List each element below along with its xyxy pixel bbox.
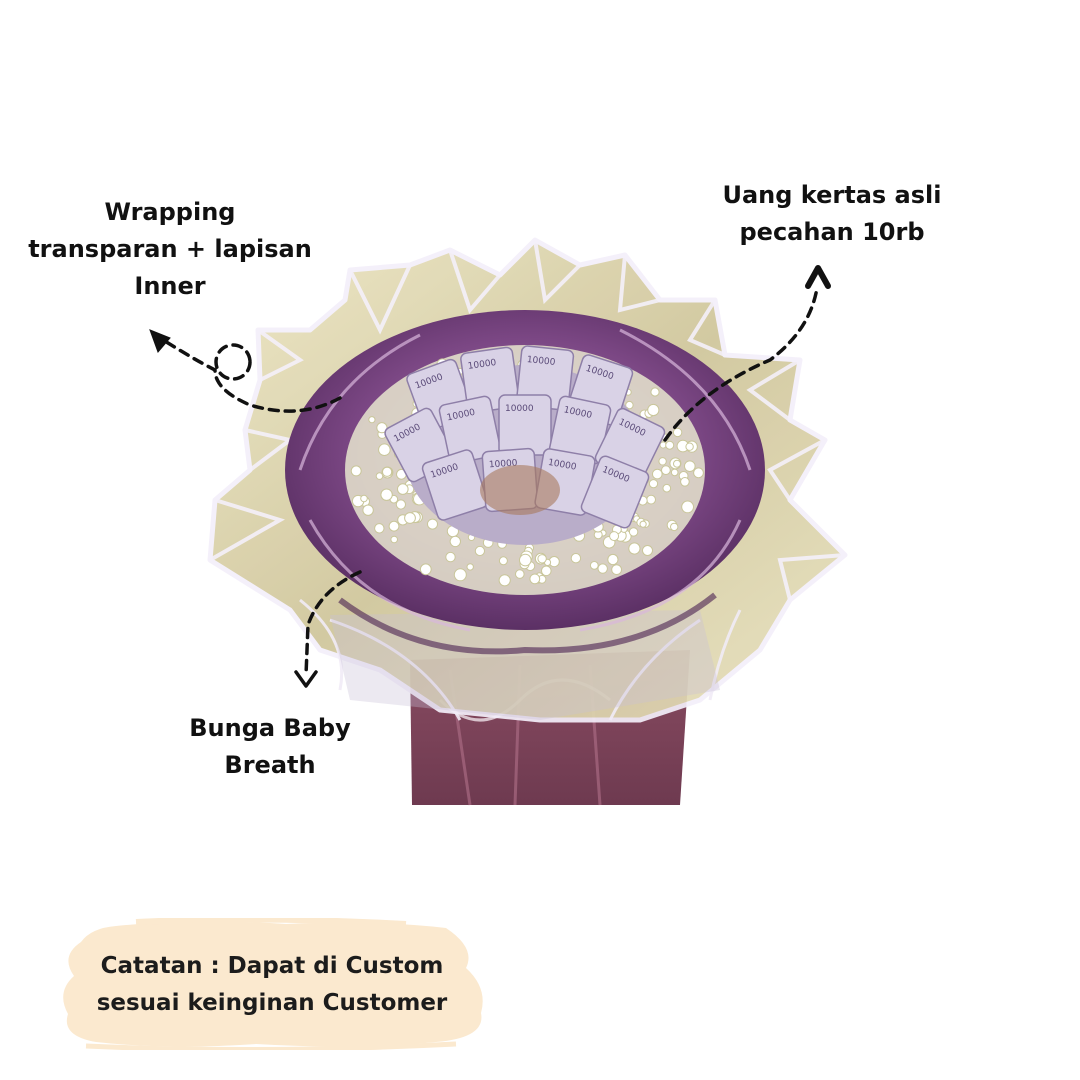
wrapping-marker-circle (214, 343, 252, 381)
flower-blossom (648, 479, 659, 489)
flower-blossom (390, 535, 399, 544)
flower-blossom (628, 527, 639, 537)
flower-blossom (378, 443, 391, 457)
flower-blossom (597, 563, 608, 574)
flower-blossom (498, 556, 508, 566)
flower-blossom (647, 403, 660, 417)
banknote: 10000 (515, 345, 575, 411)
baby-breath-label-line-1: Bunga Baby (189, 714, 351, 742)
flower-blossom (652, 468, 663, 480)
flower-blossom (449, 535, 461, 548)
banknote-denomination: 10000 (505, 404, 534, 414)
note-line-1: Catatan : Dapat di Custom (100, 953, 444, 979)
money-arrow-head (805, 265, 831, 289)
flower-blossom (541, 565, 552, 577)
flower-blossom (609, 531, 620, 542)
flower-blossom (519, 553, 532, 567)
flower-blossom (670, 468, 679, 477)
flower-blossom (642, 545, 653, 556)
flower-blossom (453, 568, 467, 582)
flower-blossom (466, 563, 474, 571)
flower-blossom (684, 460, 696, 473)
flower-blossom (515, 569, 525, 579)
flower-blossom (611, 564, 622, 575)
banknote-denomination: 10000 (489, 458, 519, 470)
flower-blossom (360, 494, 368, 503)
flower-blossom (350, 465, 362, 477)
flower-blossom (419, 563, 432, 576)
flower-blossom (589, 561, 599, 570)
flower-blossom (445, 551, 456, 563)
baby-breath-label: Bunga Baby Breath (170, 710, 370, 784)
flower-blossom (388, 520, 400, 532)
note-text: Catatan : Dapat di Custom sesuai keingin… (56, 948, 488, 1022)
custom-note: Catatan : Dapat di Custom sesuai keingin… (56, 918, 488, 1050)
flower-blossom (665, 440, 675, 450)
banknote: 10000 (580, 455, 650, 529)
banknote-denomination: 10000 (467, 358, 497, 372)
flower-blossom (658, 457, 667, 466)
flower-blossom (397, 483, 409, 495)
baby-breath-arrow (304, 570, 362, 677)
flower-blossom (625, 400, 634, 410)
flower-blossom (362, 504, 374, 516)
wrapping-label: Wrapping transparan + lapisan Inner (20, 194, 320, 305)
flower-blossom (529, 573, 541, 585)
flower-blossom (498, 574, 511, 587)
flower-blossom (693, 467, 704, 479)
banknote: 10000 (498, 394, 552, 456)
banknote-denomination: 10000 (547, 458, 577, 473)
money-label-line-2: pecahan 10rb (739, 218, 925, 246)
flower-blossom (680, 477, 690, 487)
flower-blossom (673, 459, 681, 468)
flower-blossom (374, 523, 385, 534)
flower-blossom (404, 512, 416, 524)
money-arrow (663, 286, 819, 442)
baby-breath-arrow-head (294, 670, 318, 688)
flower-blossom (685, 442, 694, 451)
flower-blossom (628, 542, 641, 555)
flower-blossom (395, 499, 406, 510)
flower-blossom (427, 518, 438, 530)
flower-blossom (376, 422, 388, 434)
flower-blossom (537, 554, 547, 564)
flower-blossom (639, 520, 647, 528)
wrapping-arrow (158, 336, 342, 413)
annotation-arrows (158, 286, 819, 677)
arrow-heads (149, 265, 831, 688)
flower-blossom (646, 494, 656, 505)
money-label: Uang kertas asli pecahan 10rb (690, 177, 974, 251)
flower-blossom (380, 488, 393, 501)
flower-blossom (672, 427, 683, 438)
flower-blossom (382, 466, 393, 477)
flower-blossom (368, 416, 376, 424)
flower-blossom (661, 465, 671, 476)
note-line-2: sesuai keinginan Customer (96, 990, 448, 1016)
banknote-denomination: 10000 (526, 355, 556, 368)
money-label-line-1: Uang kertas asli (722, 181, 942, 209)
wrapping-label-line-3: Inner (134, 272, 206, 300)
wrapping-label-line-2: transparan + lapisan (28, 235, 312, 263)
wrapping-arrow-head (149, 329, 171, 353)
baby-breath-label-line-2: Breath (224, 751, 316, 779)
flower-blossom (474, 545, 485, 557)
flower-blossom (607, 553, 619, 566)
note-brush-background (63, 918, 483, 1050)
wrapping-label-line-1: Wrapping (104, 198, 236, 226)
flower-blossom (650, 387, 660, 397)
banknote: 10000 (548, 395, 612, 465)
banknote: 10000 (438, 395, 502, 465)
flower-blossom (570, 553, 582, 564)
banknote: 10000 (421, 449, 489, 521)
flower-blossom (670, 522, 679, 532)
flower-blossom (662, 483, 672, 493)
flower-blossom (681, 500, 694, 514)
